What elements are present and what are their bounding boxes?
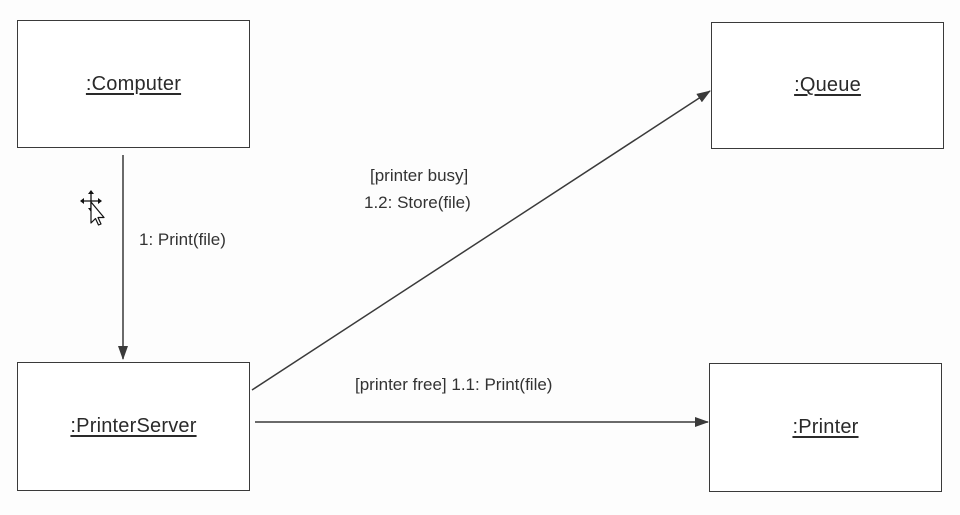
message-store-guard-label: [printer busy] bbox=[370, 166, 469, 185]
computer-object-label: :Computer bbox=[85, 72, 182, 95]
computer-object[interactable]: :Computer bbox=[17, 20, 250, 148]
printer-object[interactable]: :Printer bbox=[709, 363, 942, 492]
printer-server-object-label: :PrinterServer bbox=[70, 415, 197, 437]
queue-object[interactable]: :Queue bbox=[711, 22, 944, 149]
move-cursor-icon bbox=[80, 190, 105, 226]
printer-object-label: :Printer bbox=[792, 416, 859, 438]
link-printerserver-to-queue bbox=[251, 90, 711, 391]
printer-server-object[interactable]: :PrinterServer bbox=[17, 362, 250, 491]
message-store-label: 1.2: Store(file) bbox=[364, 193, 471, 212]
message-print-label: 1: Print(file) bbox=[139, 230, 226, 249]
queue-object-label: :Queue bbox=[794, 74, 861, 96]
message-print-free-label: [printer free] 1.1: Print(file) bbox=[355, 375, 553, 394]
